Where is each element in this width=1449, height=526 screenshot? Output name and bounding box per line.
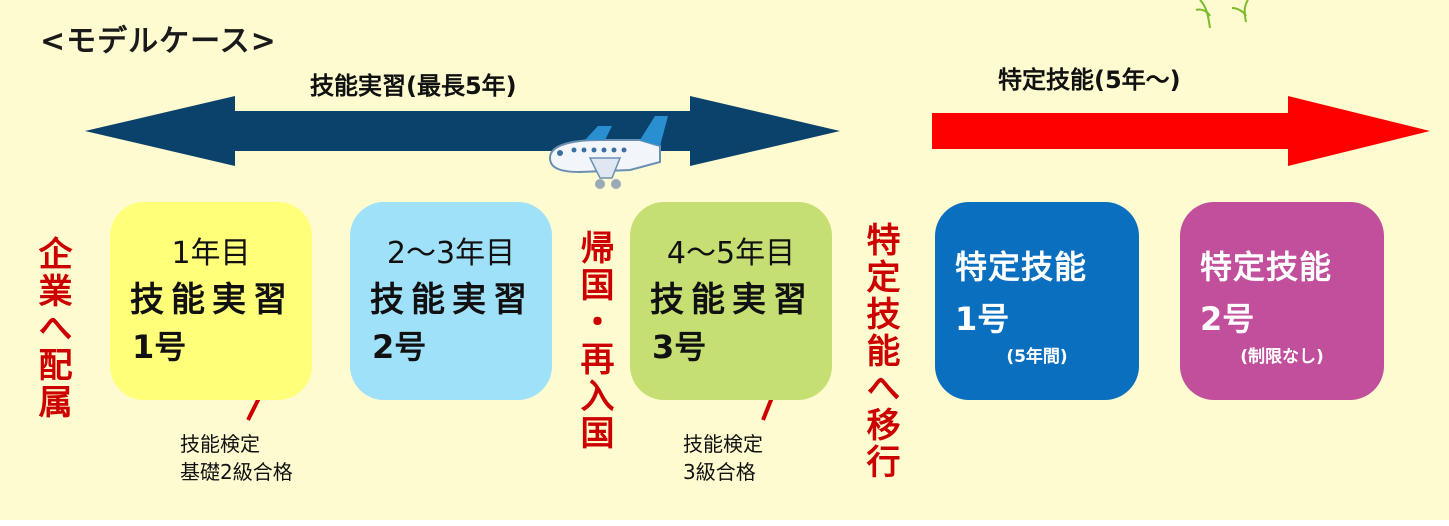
technical-intern-label: 技能実習(最長5年) (310, 72, 517, 100)
stage-program: 技能実習 (370, 280, 534, 320)
return-reentry-label: 帰国・再入国 (574, 230, 614, 452)
exam-note-line: 3級合格 (683, 460, 756, 484)
specified-skill-arrow (932, 96, 1430, 166)
exam-note-line: 基礎2級合格 (180, 460, 293, 484)
airplane-icon (548, 116, 668, 189)
stage-number: 2号 (372, 328, 427, 366)
stage-number: 2号 (1200, 300, 1255, 338)
technical-intern-double-arrow (85, 96, 840, 166)
specified-skill-label: 特定技能(5年～) (998, 66, 1181, 94)
plant-decoration (1195, 0, 1249, 29)
stage-year: 4～5年目 (666, 236, 796, 271)
stage-box-year-4-5: 4～5年目 技能実習 3号 (630, 202, 832, 400)
stage-number: 3号 (652, 328, 707, 366)
exam-note-1: 技能検定 基礎2級合格 (180, 430, 293, 486)
stage-note: (制限なし) (1240, 347, 1324, 367)
stage-year: 1年目 (171, 236, 251, 271)
exam-note-2: 技能検定 3級合格 (683, 430, 763, 486)
exam-note-line: 技能検定 (180, 432, 260, 456)
stage-program: 技能実習 (130, 280, 294, 320)
stage-box-year-2-3: 2～3年目 技能実習 2号 (350, 202, 552, 400)
stage-number: 1号 (955, 300, 1010, 338)
stage-program: 特定技能 (1200, 248, 1333, 286)
page-title: <モデルケース> (40, 24, 277, 59)
assign-to-company-label: 企業へ配属 (32, 236, 72, 421)
stage-box-year-1: 1年目 技能実習 1号 (110, 202, 312, 400)
stage-program: 特定技能 (955, 248, 1088, 286)
stage-box-specified-skill-1: 特定技能 1号 (5年間) (935, 202, 1139, 400)
stage-year: 2～3年目 (386, 236, 516, 271)
exam-note-line: 技能検定 (683, 432, 763, 456)
stage-box-specified-skill-2: 特定技能 2号 (制限なし) (1180, 202, 1384, 400)
stage-note: (5年間) (1006, 347, 1068, 367)
transition-label: 特定技能へ移行 (860, 222, 900, 481)
stage-program: 技能実習 (650, 280, 814, 320)
stage-number: 1号 (132, 328, 187, 366)
